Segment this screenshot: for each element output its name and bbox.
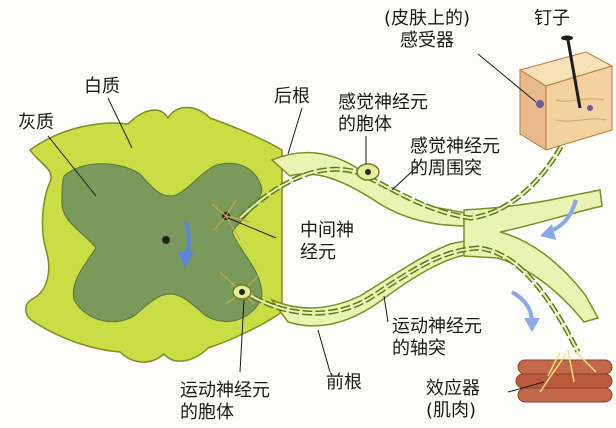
impulse-arrow-upper-head	[540, 224, 556, 240]
sensory-process-label: 感觉神经元 的周围突	[410, 136, 500, 180]
receptor-dot	[536, 100, 544, 108]
grey-matter-text: 灰质	[18, 112, 54, 133]
central-canal	[162, 236, 170, 244]
motor-axon-label: 运动神经元 的轴突	[392, 316, 482, 360]
nail-text: 钉子	[534, 8, 570, 29]
dorsal-root-label: 后根	[274, 86, 310, 108]
motor-axon-line2: 的轴突	[392, 338, 482, 360]
effector-line2: (肌肉)	[426, 400, 480, 422]
sensory-process-line1: 感觉神经元	[410, 136, 500, 158]
motor-cell-body-line1: 运动神经元	[180, 380, 270, 402]
receptor-label: (皮肤上的) 感受器	[384, 8, 470, 52]
ventral-root-label: 前根	[326, 372, 362, 394]
effector-label: 效应器 (肌肉)	[426, 378, 480, 422]
receptor-line1: (皮肤上的)	[384, 8, 470, 30]
dorsal-root-text: 后根	[274, 86, 310, 107]
interneuron-line2: 经元	[300, 242, 354, 264]
motor-cell-body-label: 运动神经元 的胞体	[180, 380, 270, 424]
white-matter-label: 白质	[84, 76, 120, 98]
interneuron-line1: 中间神	[300, 220, 354, 242]
interneuron-label: 中间神 经元	[300, 220, 354, 264]
grey-matter-label: 灰质	[18, 112, 54, 134]
sensory-cell-body-line1: 感觉神经元	[338, 92, 428, 114]
impulse-arrow-lower	[512, 292, 532, 322]
impulse-arrow-lower-head	[524, 318, 540, 332]
motor-nucleus	[239, 289, 245, 295]
motor-axon-line1: 运动神经元	[392, 316, 482, 338]
skin-block	[520, 52, 612, 150]
effector-line1: 效应器	[426, 378, 480, 400]
nail-label: 钉子	[534, 8, 570, 30]
sensory-process-line2: 的周围突	[410, 158, 500, 180]
ventral-root-text: 前根	[326, 372, 362, 393]
motor-cell-body-line2: 的胞体	[180, 402, 270, 424]
spinal-nerve-trunk	[464, 190, 602, 322]
receptor-line2: 感受器	[384, 30, 470, 52]
sensory-cell-body-label: 感觉神经元 的胞体	[338, 92, 428, 136]
sensory-nucleus	[365, 169, 371, 175]
muscle-effector	[516, 350, 612, 402]
white-matter-text: 白质	[84, 76, 120, 97]
sensory-cell-body-line2: 的胞体	[338, 114, 428, 136]
